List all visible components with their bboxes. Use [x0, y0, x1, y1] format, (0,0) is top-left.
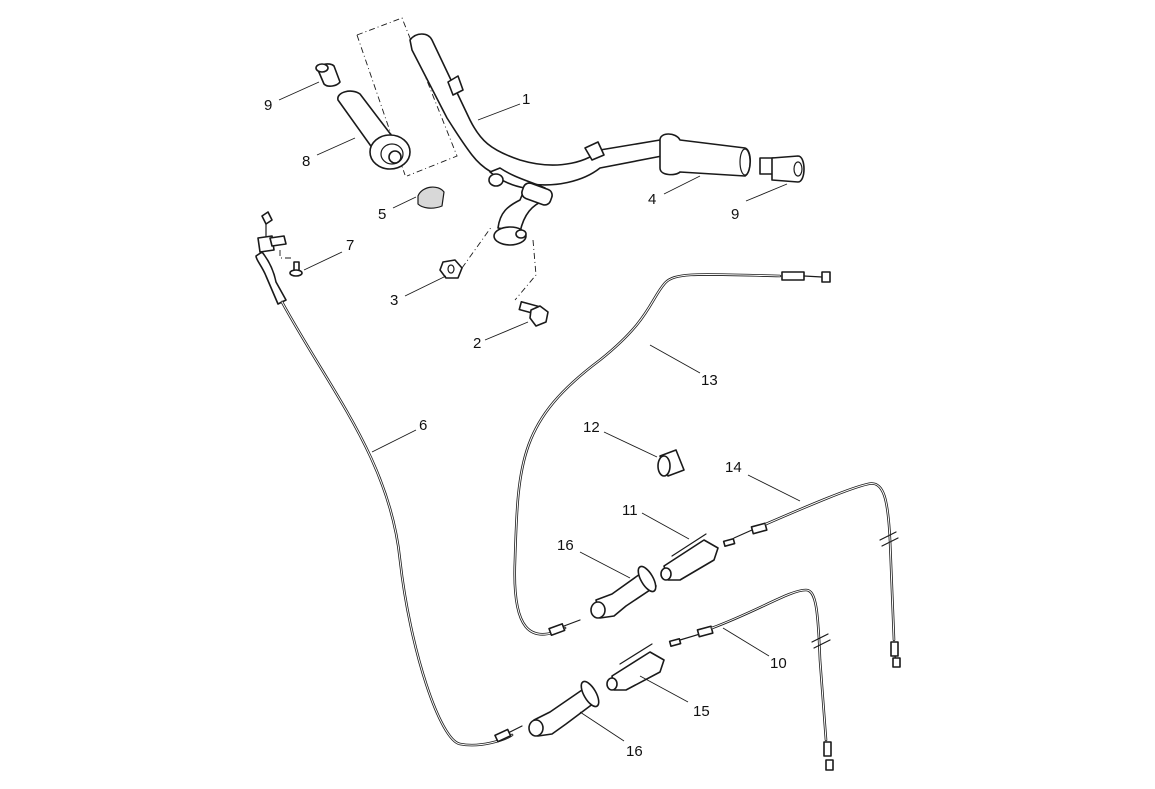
callout-6: 6 — [419, 417, 427, 434]
cable-break-mark — [879, 531, 899, 547]
callout-10: 10 — [770, 655, 787, 672]
nut-alignment-line — [461, 225, 493, 269]
callout-3: 3 — [390, 292, 398, 309]
assembly-boundary-line — [356, 34, 406, 176]
callout-9-left: 9 — [264, 97, 272, 114]
callout-11: 11 — [622, 502, 638, 519]
bolt[interactable] — [518, 301, 549, 327]
callout-9-right: 9 — [731, 206, 739, 223]
left-grip[interactable] — [659, 133, 752, 177]
cable-right[interactable] — [722, 482, 901, 668]
callout-12: 12 — [583, 419, 600, 436]
callout-8: 8 — [302, 153, 310, 170]
leader-lines — [278, 81, 801, 742]
callout-1: 1 — [522, 91, 530, 108]
callout-2: 2 — [473, 335, 481, 352]
cable-splitter-lower[interactable] — [606, 643, 665, 691]
callout-14: 14 — [725, 459, 742, 476]
throttle-cable[interactable] — [255, 211, 523, 747]
cable-lower[interactable] — [668, 588, 834, 771]
callout-15: 15 — [693, 703, 710, 720]
callout-16-lower: 16 — [626, 743, 643, 760]
screw-alignment-line — [279, 250, 294, 259]
bar-end-weight-right[interactable] — [759, 155, 805, 183]
cable-splitter-upper[interactable] — [660, 533, 719, 581]
cable-break-mark — [811, 633, 831, 649]
cable-guide[interactable] — [417, 186, 445, 209]
nut[interactable] — [439, 259, 463, 279]
callout-5: 5 — [378, 206, 386, 223]
callout-13: 13 — [701, 372, 718, 389]
sleeve[interactable] — [657, 449, 685, 477]
callout-16-upper: 16 — [557, 537, 574, 554]
bolt-alignment-line — [514, 239, 537, 301]
splitter-cover-upper[interactable] — [590, 564, 659, 619]
bar-end-weight-left[interactable] — [315, 63, 341, 87]
callout-7: 7 — [346, 237, 354, 254]
splitter-cover-lower[interactable] — [528, 679, 602, 737]
callout-4: 4 — [648, 191, 656, 208]
handlebar[interactable] — [409, 33, 663, 246]
cable-upper[interactable] — [513, 271, 831, 637]
screw[interactable] — [289, 261, 303, 277]
throttle-grip-assembly[interactable] — [337, 90, 411, 170]
